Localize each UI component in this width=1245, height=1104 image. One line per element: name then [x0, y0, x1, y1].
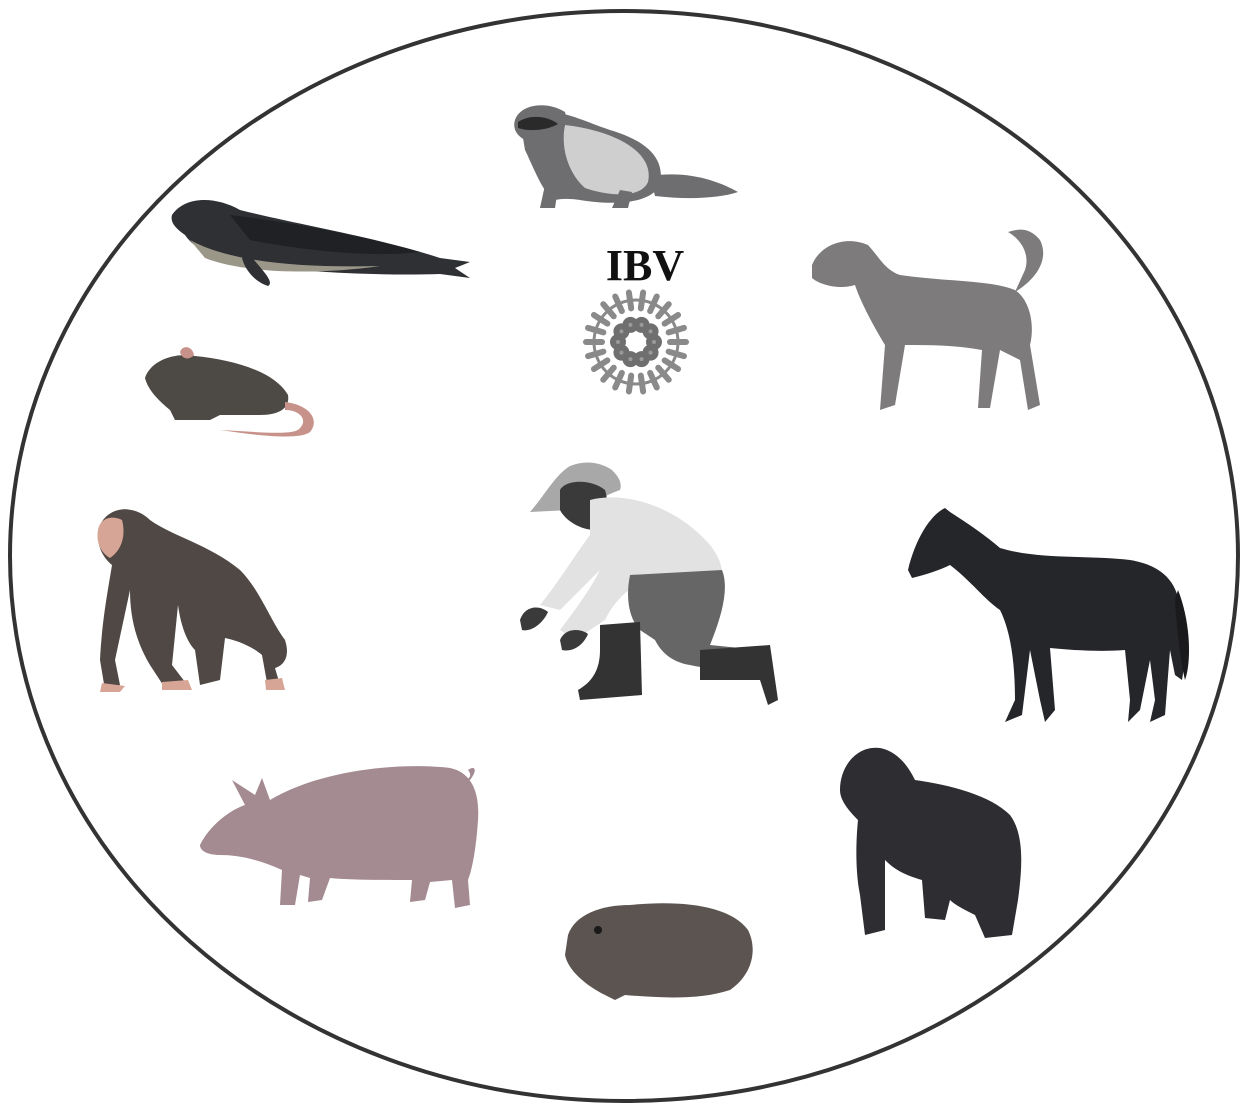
virus-spike — [641, 293, 643, 309]
guinea-pig-icon — [565, 903, 753, 1000]
virus-spike — [629, 293, 631, 309]
virus-spike — [629, 376, 631, 392]
virus-protein — [646, 326, 656, 336]
virus-spike — [641, 376, 643, 392]
virus-label: IBV — [606, 241, 684, 290]
